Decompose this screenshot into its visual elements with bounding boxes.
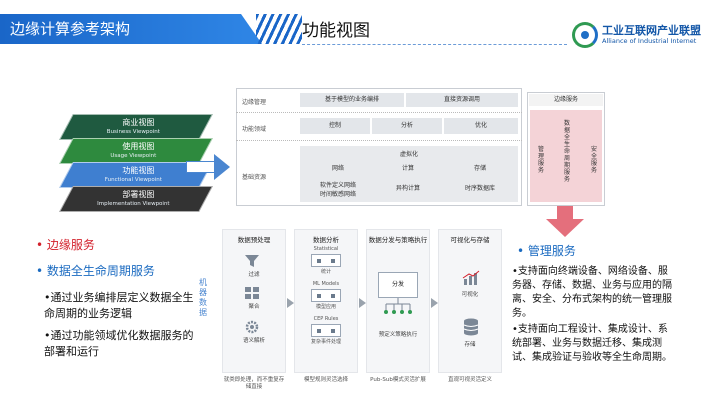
distribution-fanout-icon [380,298,416,314]
logo-cn: 工业互联网产业联盟 [602,22,701,38]
machine-data-label: 机器数据 [199,278,211,318]
divider [236,112,522,113]
viewpoint-label: 商业视图 [69,117,207,128]
stage-title: 可视化与存储 [439,234,501,244]
divider [236,140,522,141]
res-storage: 存储 [448,164,512,174]
aggregate-icon [244,286,260,300]
res-compute: 计算 [376,164,440,174]
mgmt-orchestration: 基于模型的业务编排 [300,93,404,107]
left-point-text: 通过业务编排层定义数据全生命周期的业务逻辑 [44,291,194,320]
logo-mark-icon [572,22,598,48]
right-point-1: •支持面向终端设备、网络设备、服务器、存储、数据、业务与应用的隔离、安全、分布式… [512,265,672,321]
data-lifecycle-bullet: • 数据全生命周期服务 [36,262,155,279]
stage-visual-storage: 可视化与存储 [438,229,502,373]
edge-security: 安全服务 [590,146,598,174]
viewpoint-sub: Usage Viewpoint [64,152,202,160]
viewpoint-sub: Implementation Viewpoint [64,200,202,208]
down-arrow-icon [546,206,584,236]
stage-preprocess: 数据预处理 [222,229,286,373]
model-ml: ML Models [306,281,346,287]
row-label-management: 边缘管理 [242,97,266,106]
chart-icon [462,270,480,286]
viewpoint-label: 使用视图 [69,141,207,152]
ml-box [311,289,341,302]
res-network: 网络 [306,164,370,174]
viewpoint-label: 部署视图 [69,189,207,200]
edge-lifecycle: 数据全生命周期服务 [563,120,571,183]
database-icon [462,318,480,336]
slide-title: 功能视图 [302,16,370,41]
mgmt-direct-call: 直接资源调用 [406,93,518,107]
alliance-logo: 工业互联网产业联盟 Alliance of Industrial Interne… [572,20,716,54]
viewpoint-implementation: 部署视图 Implementation Viewpoint [59,186,213,212]
item-visualize: 可视化 [445,290,495,298]
item-aggregate: 聚合 [229,302,279,310]
stage-footer: 就类即处理，而不重复存储直接 [222,377,286,391]
cep-box [311,324,341,337]
statistical-box [311,254,341,267]
domain-optimize: 优化 [444,118,518,134]
stage-title: 数据分析 [295,234,357,244]
viewpoint-sub: Functional Viewpoint [64,176,202,184]
stage-footer: 直观可视灵活定义 [438,377,502,384]
res-hetero: 异构计算 [376,184,440,194]
left-point-text: 通过功能领域优化数据服务的部署和运行 [44,329,194,358]
res-sdn: 软件定义网络 [306,181,370,190]
right-point-2: •支持面向工程设计、集成设计、系统部署、业务与数据迁移、集成测试、集成验证与验收… [512,323,672,365]
model-ml-cn: 模型应用 [306,303,346,310]
edge-services-title: 边缘服务 [529,94,603,106]
stage-footer: Pub-Sub模式灵活扩展 [366,377,430,384]
distribution-box: 分发 [378,272,418,298]
flow-arrow-icon [287,298,294,308]
stage-title: 数据预处理 [223,234,285,244]
row-label-resources: 基础资源 [242,172,266,181]
edge-service-label: 边缘服务 [47,238,95,252]
edge-mgmt: 管理服务 [537,146,545,174]
item-semantic: 语义解析 [229,336,279,344]
model-statistical: Statistical [306,246,346,252]
row-label-domains: 功能领域 [242,124,266,133]
stage-title: 数据分发与策略执行 [367,234,429,244]
section-title: 边缘计算参考架构 [0,14,262,44]
virtualization: 虚拟化 [300,150,518,160]
left-point-2: •通过功能领域优化数据服务的部署和运行 [44,328,204,360]
left-point-1: •通过业务编排层定义数据全生命周期的业务逻辑 [44,290,204,322]
model-cep-cn: 复杂事件处理 [306,338,346,345]
item-filter: 过滤 [229,270,279,278]
item-storage: 存储 [445,340,495,348]
model-cep: CEP Rules [306,316,346,322]
viewpoint-business: 商业视图 Business Viewpoint [59,114,213,140]
domain-control: 控制 [300,118,370,134]
logo-en: Alliance of Industrial Internet [602,37,696,45]
viewpoint-sub: Business Viewpoint [64,128,202,136]
right-point-text: 支持面向工程设计、集成设计、系统部署、业务与数据迁移、集成测试、集成验证与验收等… [512,324,672,363]
domain-analysis: 分析 [372,118,442,134]
flow-arrow-icon [359,298,366,308]
right-point-text: 支持面向终端设备、网络设备、服务器、存储、数据、业务与应用的隔离、安全、分布式架… [512,266,672,319]
model-statistical-cn: 统计 [306,268,346,275]
res-tsdb: 时序数据库 [448,184,512,194]
stage-footer: 模型规则灵活选择 [294,377,358,384]
header-stripes [256,14,302,44]
edge-service-bullet: • 边缘服务 [36,236,95,253]
management-title: 管理服务 [528,244,576,258]
management-bullet: • 管理服务 [517,242,576,259]
res-tsn: 时间敏感网络 [306,190,370,199]
title-divider [302,44,567,45]
item-policy: 预定义策略执行 [373,330,423,338]
gear-icon [244,320,260,334]
right-arrow-icon [186,154,230,180]
flow-arrow-icon [431,298,438,308]
funnel-icon [244,254,260,268]
data-lifecycle-label: 数据全生命周期服务 [47,264,155,278]
